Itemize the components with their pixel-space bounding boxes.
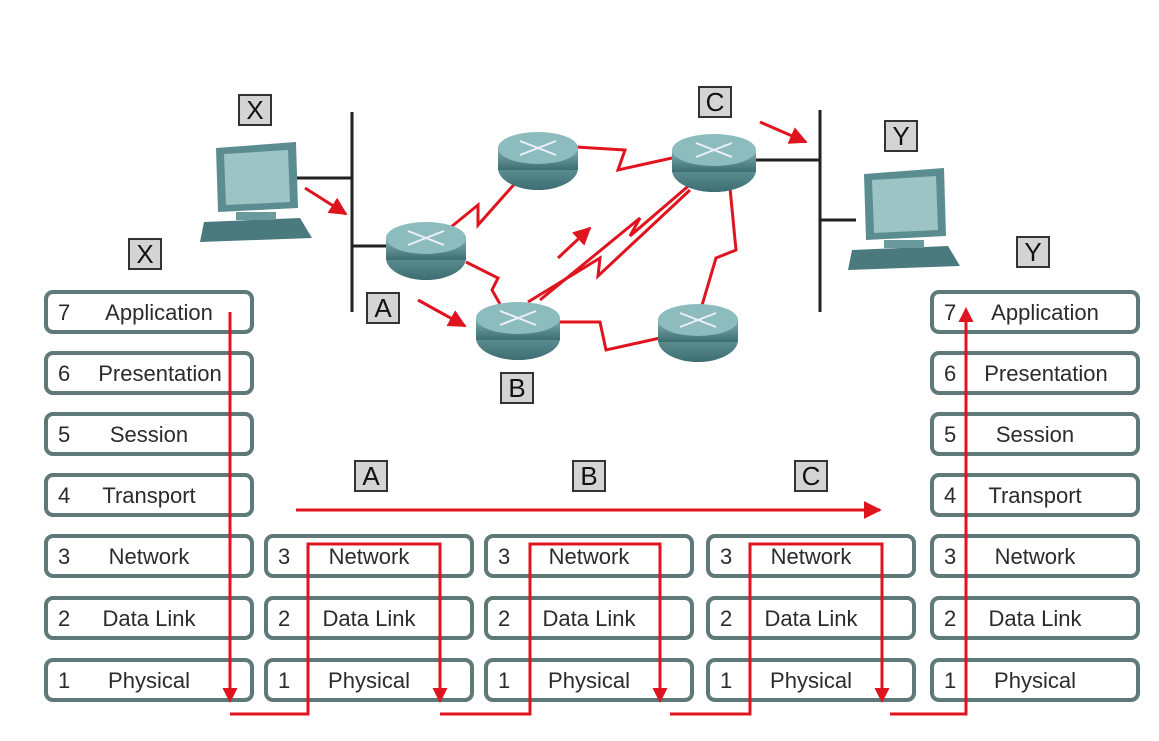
left-stack-tag: X [128,238,162,270]
packet-arrows [304,120,808,328]
host-x-tag: X [238,94,272,126]
router-icon [386,222,466,280]
router-icon [476,302,560,360]
router-c-tag: C [698,86,732,118]
right-stack-tag: Y [1016,236,1050,268]
router-icon [498,132,578,190]
router-stack-c-tag: C [794,460,828,492]
router-stack-b-tag: B [572,460,606,492]
computer-icon [848,168,960,270]
router-icon [672,134,756,192]
serial-links [439,145,738,352]
router-icon [658,304,738,362]
router-stack-a-tag: A [354,460,388,492]
router-b-tag: B [500,372,534,404]
router-a-tag: A [366,292,400,324]
host-y-tag: Y [884,120,918,152]
computer-icon [200,142,312,242]
